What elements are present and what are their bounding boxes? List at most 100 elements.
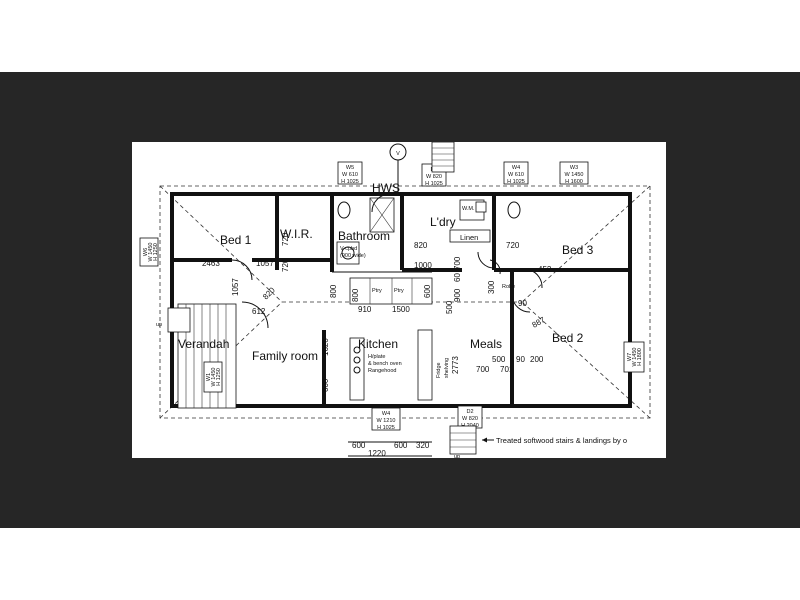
door-swing-bed1 xyxy=(231,259,253,281)
stair-up-label: up xyxy=(454,454,460,458)
svg-text:H 1600: H 1600 xyxy=(565,179,583,185)
verandah-step xyxy=(167,307,191,333)
window-tag-w4: W4 W 610 H 1025 xyxy=(503,161,529,185)
dim-label: 1000 xyxy=(414,261,432,270)
svg-text:W 1450: W 1450 xyxy=(632,348,638,367)
dim-label: 500 xyxy=(445,300,454,314)
dim-label: 820 xyxy=(414,241,428,250)
dim-label: 910 xyxy=(358,305,372,314)
dim-label: 300 xyxy=(487,280,496,294)
north-point-label: V xyxy=(396,151,400,157)
svg-text:H 1250: H 1250 xyxy=(153,243,159,261)
pantry-bench xyxy=(349,277,433,305)
dim-label: 800 xyxy=(351,288,360,302)
room-label-ldry: L'dry xyxy=(430,215,456,229)
fixture-shelving: shelving xyxy=(444,358,450,378)
door-swing-bed2 xyxy=(511,295,531,313)
stairs-note: Treated softwood stairs & landings by o xyxy=(496,436,627,445)
dim-label: 2463 xyxy=(202,259,220,268)
svg-text:W 1210: W 1210 xyxy=(377,418,396,424)
bath-basin xyxy=(336,241,360,265)
room-label-wir: W.I.R. xyxy=(280,227,313,241)
window-tag-w6: W6 W 1450 H 1250 xyxy=(139,237,159,267)
kitchen-island xyxy=(417,329,433,401)
room-label-linen: Linen xyxy=(460,233,478,242)
basin-bowl xyxy=(341,246,355,260)
dim-label: 600 xyxy=(423,284,432,298)
fixture-wm: W.M. xyxy=(462,206,475,212)
kitchen-bench-west xyxy=(349,337,365,401)
svg-text:W7: W7 xyxy=(627,353,633,361)
dim-label: 90 xyxy=(518,299,527,308)
svg-text:W4: W4 xyxy=(512,165,520,171)
svg-text:W 1450: W 1450 xyxy=(565,172,584,178)
dim-label: 1057 xyxy=(231,278,240,296)
svg-text:W5: W5 xyxy=(346,165,354,171)
room-label-bed2: Bed 2 xyxy=(552,331,584,345)
dim-label: 1620 xyxy=(321,338,330,356)
dim-label: 887 xyxy=(531,315,548,330)
svg-text:W4: W4 xyxy=(382,411,390,417)
dim-label: 320 xyxy=(416,441,430,450)
svg-text:D2: D2 xyxy=(466,409,473,415)
eave-outline xyxy=(159,185,651,419)
svg-text:H 1025: H 1025 xyxy=(425,181,443,187)
dim-label: 500 xyxy=(492,355,506,364)
room-label-kitchen: Kitchen xyxy=(358,337,398,351)
dim-label: 2773 xyxy=(451,356,460,374)
dim-label: 600 xyxy=(394,441,408,450)
dim-label: 600 xyxy=(352,441,366,450)
room-label-meals: Meals xyxy=(470,337,502,351)
door-tag-d2: D2 W 820 H 2040 xyxy=(457,405,483,429)
fixture-fridge: Fridge xyxy=(436,362,442,378)
room-label-verandah: Verandah xyxy=(178,337,229,351)
room-label-bed3: Bed 3 xyxy=(562,243,594,257)
dim-label: 600 xyxy=(321,378,330,392)
svg-text:W6: W6 xyxy=(143,248,149,256)
dim-label: 700 xyxy=(453,256,462,270)
svg-text:W3: W3 xyxy=(570,165,578,171)
svg-text:W 610: W 610 xyxy=(508,172,524,178)
laundry-tub xyxy=(475,201,487,213)
rear-stairs xyxy=(431,142,455,173)
dim-label: 800 xyxy=(329,284,338,298)
fixture-vcpbd-width: (900 wide) xyxy=(340,253,366,259)
window-tag-w3: W3 W 1450 H 1600 xyxy=(559,161,589,185)
room-label-family: Family room xyxy=(252,349,318,363)
fixture-robe: Robe xyxy=(502,284,515,290)
room-label-bed1: Bed 1 xyxy=(220,233,252,247)
dim-label: 820 xyxy=(261,285,277,301)
svg-text:H 1025: H 1025 xyxy=(377,425,395,431)
fixture-pantry: Ptry xyxy=(372,288,382,294)
svg-text:W 820: W 820 xyxy=(426,174,442,180)
door-swing-robe xyxy=(489,259,501,275)
front-stairs xyxy=(449,425,477,455)
stair-up-label: up xyxy=(156,322,162,328)
svg-text:H 1025: H 1025 xyxy=(341,179,359,185)
window-tag-w5: W5 W 610 H 1025 xyxy=(337,161,363,185)
hotplate-icon xyxy=(353,346,361,354)
dim-label: 1500 xyxy=(392,305,410,314)
fixture-bench-oven: & bench oven xyxy=(368,361,402,367)
svg-text:W 1450: W 1450 xyxy=(211,368,217,387)
svg-text:H 1250: H 1250 xyxy=(216,368,222,386)
svg-text:W 820: W 820 xyxy=(462,416,478,422)
door-swing-hws xyxy=(371,193,391,213)
window-tag-w7: W7 W 1450 H 1800 xyxy=(623,341,645,373)
dim-label: 1057 xyxy=(256,259,274,268)
dim-label: 720 xyxy=(281,258,290,272)
svg-text:W 1450: W 1450 xyxy=(148,243,154,262)
room-label-hws: HWS xyxy=(372,181,400,195)
fixture-rangehood: Rangehood xyxy=(368,368,396,374)
wc-bathroom xyxy=(337,201,351,219)
dim-label: 720 xyxy=(506,241,520,250)
fixture-pantry: Ptry xyxy=(394,288,404,294)
dim-label: 720 xyxy=(281,232,290,246)
arrow-icon xyxy=(482,437,487,443)
fixture-vcpbd: V-cpbd xyxy=(340,246,357,252)
dim-label: 1220 xyxy=(368,449,386,458)
dim-label: 200 xyxy=(530,355,544,364)
dim-label: 90 xyxy=(516,355,525,364)
window-tag-w4-south: W4 W 1210 H 1025 xyxy=(371,407,401,431)
dim-label: 700 xyxy=(476,365,490,374)
